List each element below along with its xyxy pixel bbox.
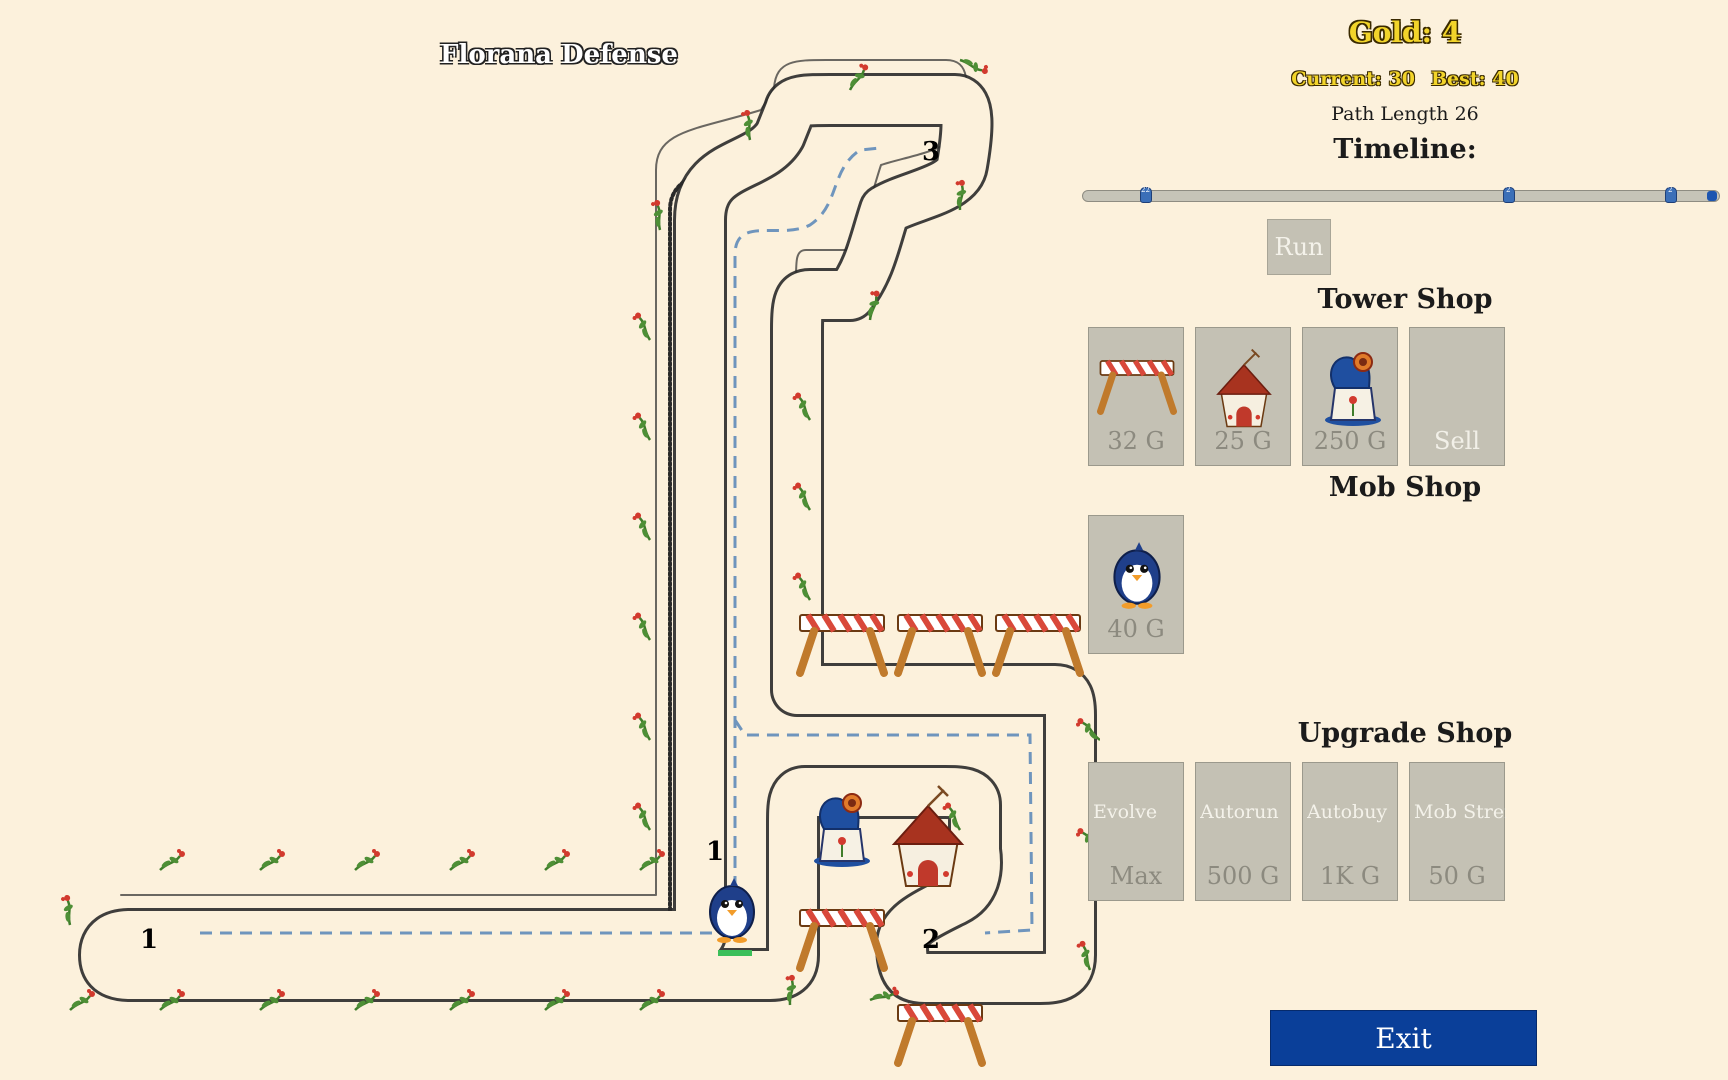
mob-route [200, 146, 881, 935]
upgrade-autobuy-price: 1K G [1320, 862, 1380, 890]
upgrade-card-mob-strength[interactable]: Mob Strength 50 G [1409, 762, 1506, 901]
shop-card-archer-hut[interactable]: 25 G [1195, 327, 1291, 466]
timeline-track[interactable]: 22 2 2 [1082, 186, 1720, 203]
upgrade-autobuy-label: Autobuy [1307, 801, 1388, 823]
archer-hut-icon [1216, 348, 1272, 428]
placed-cannon-tower[interactable] [813, 793, 871, 868]
timeline-marker-1[interactable]: 22 [1140, 186, 1152, 203]
path-label-two: 2 [922, 925, 940, 955]
cannon-icon [1324, 352, 1382, 427]
mob-shop-heading: Mob Shop [1328, 472, 1482, 503]
shop-card-cannon[interactable]: 250 G [1302, 327, 1398, 466]
game-title: Florana Defense [440, 40, 678, 70]
upgrade-card-autobuy[interactable]: Autobuy 1K G [1302, 762, 1398, 901]
shop-card-penguin[interactable]: 40 G [1088, 515, 1184, 654]
gold-counter: Gold: 4 [1348, 16, 1462, 49]
shop-card-barricade[interactable]: 32 G [1088, 327, 1184, 466]
upgrade-shop-heading: Upgrade Shop [1297, 718, 1513, 749]
sell-label: Sell [1434, 427, 1480, 455]
barricade-icon [1097, 348, 1177, 428]
path-label-mid-one: 1 [706, 837, 724, 867]
upgrade-autorun-label: Autorun [1200, 801, 1279, 823]
score-row: Current: 30 Best: 40 [1260, 68, 1550, 90]
best-score: Best: 40 [1431, 68, 1519, 90]
timeline-marker-2[interactable]: 2 [1503, 186, 1515, 203]
timeline-end-handle[interactable] [1707, 191, 1717, 201]
barricade-price: 32 G [1107, 427, 1165, 455]
shop-card-sell[interactable]: Sell [1409, 327, 1505, 466]
mob-route-2 [733, 719, 1034, 935]
exit-button[interactable]: Exit [1270, 1010, 1537, 1066]
path-label-start: 1 [140, 925, 158, 955]
path-label-three: 3 [922, 137, 940, 167]
upgrade-autorun-price: 500 G [1206, 862, 1280, 890]
penguin-mob-on-path [709, 877, 755, 956]
tower-shop-heading: Tower Shop [1317, 284, 1493, 315]
placed-barricade-5[interactable] [898, 1005, 982, 1063]
game-board[interactable]: 1 1 2 3 [0, 0, 1100, 1080]
timeline-heading: Timeline: [1333, 134, 1477, 165]
upgrade-mob-strength-label: Mob Strength [1414, 801, 1506, 823]
upgrade-mob-strength-price: 50 G [1428, 862, 1486, 890]
timeline-marker-3[interactable]: 2 [1665, 186, 1677, 203]
upgrade-card-autorun[interactable]: Autorun 500 G [1195, 762, 1291, 901]
current-score: Current: 30 [1291, 68, 1415, 90]
archer-hut-price: 25 G [1214, 427, 1272, 455]
penguin-price: 40 G [1107, 615, 1165, 643]
upgrade-card-evolve[interactable]: Evolve Max [1088, 762, 1184, 901]
cannon-price: 250 G [1313, 427, 1387, 455]
upgrade-evolve-label: Evolve [1093, 801, 1158, 823]
penguin-icon [1113, 541, 1161, 610]
run-button[interactable]: Run [1267, 219, 1331, 275]
upgrade-evolve-price: Max [1109, 862, 1163, 890]
path-length: Path Length 26 [1331, 103, 1479, 125]
